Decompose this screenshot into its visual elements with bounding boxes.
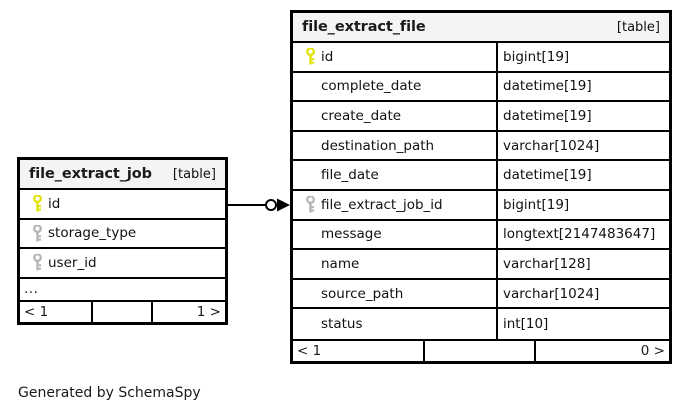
table-footer-file-extract-job: < 1 1 > <box>20 299 225 322</box>
more-columns-indicator: ... <box>20 279 225 300</box>
table-row[interactable]: user_id <box>20 249 225 279</box>
column-name-cell: user_id <box>20 249 225 277</box>
column-type-cell: varchar[1024] <box>496 279 669 308</box>
column-type: varchar[1024] <box>503 285 600 302</box>
table-row[interactable]: complete_date datetime[19] <box>293 72 669 103</box>
column-type-cell: datetime[19] <box>496 72 669 101</box>
column-type: varchar[128] <box>503 255 591 272</box>
column-type-cell: int[10] <box>496 309 669 339</box>
column-name: create_date <box>321 107 402 124</box>
column-name-cell: id <box>20 190 225 218</box>
table-header-file-extract-file: file_extract_file [table] <box>293 13 669 43</box>
column-name-cell: file_extract_job_id <box>293 191 496 219</box>
column-name: complete_date <box>321 78 422 95</box>
column-name: id <box>48 195 61 212</box>
table-row[interactable]: status int[10] <box>293 309 669 339</box>
column-name: file_extract_job_id <box>321 196 443 213</box>
column-type: varchar[1024] <box>503 137 600 154</box>
table-row[interactable]: source_path varchar[1024] <box>293 279 669 310</box>
column-type: int[10] <box>503 316 549 333</box>
table-row[interactable]: create_date datetime[19] <box>293 102 669 132</box>
table-footer-file-extract-file: < 1 0 > <box>293 338 669 361</box>
zero-cardinality-marker <box>265 199 277 211</box>
many-cardinality-arrow <box>277 198 290 212</box>
table-kind-label: [table] <box>616 19 660 35</box>
column-name: name <box>321 255 360 272</box>
table-row[interactable]: message longtext[2147483647] <box>293 220 669 251</box>
parent-relations-counter[interactable]: < 1 <box>297 342 322 359</box>
table-row[interactable]: id <box>20 190 225 220</box>
column-type-cell: longtext[2147483647] <box>496 220 669 249</box>
column-name: file_date <box>321 167 379 184</box>
relationship-connector-job-to-file <box>228 196 292 214</box>
column-type-cell: datetime[19] <box>496 161 669 189</box>
column-type-cell: bigint[19] <box>496 190 669 219</box>
footer-middle-cell <box>91 301 151 322</box>
column-name-cell: source_path <box>293 280 496 308</box>
column-name-cell: id <box>293 43 496 71</box>
table-header-file-extract-job: file_extract_job [table] <box>20 160 225 190</box>
table-row[interactable]: id bigint[19] <box>293 43 669 73</box>
column-type-cell: datetime[19] <box>496 102 669 130</box>
generated-by-credit: Generated by SchemaSpy <box>18 385 201 401</box>
column-name: storage_type <box>48 225 137 242</box>
table-title: file_extract_job <box>29 166 152 182</box>
column-name-cell: message <box>293 221 496 249</box>
child-relations-counter[interactable]: 0 > <box>534 340 669 361</box>
column-type: datetime[19] <box>503 78 592 95</box>
column-list: id bigint[19] complete_date datetime[19]… <box>293 43 669 339</box>
table-row[interactable]: destination_path varchar[1024] <box>293 131 669 162</box>
primary-key-icon <box>299 48 321 65</box>
column-name-cell: complete_date <box>293 73 496 101</box>
more-columns-label: ... <box>24 281 39 298</box>
column-name: status <box>321 316 363 333</box>
column-name-cell: storage_type <box>20 220 225 248</box>
column-name: destination_path <box>321 137 435 154</box>
child-relations-counter[interactable]: 1 > <box>151 301 225 322</box>
footer-middle-cell <box>423 340 534 361</box>
column-type: longtext[2147483647] <box>503 226 656 243</box>
column-name: user_id <box>48 254 97 271</box>
column-type: datetime[19] <box>503 167 592 184</box>
table-file-extract-job[interactable]: file_extract_job [table] id <box>17 157 228 325</box>
table-kind-label: [table] <box>172 166 216 182</box>
column-type-cell: varchar[1024] <box>496 131 669 160</box>
table-title: file_extract_file <box>302 19 426 35</box>
table-row[interactable]: storage_type <box>20 220 225 250</box>
index-key-icon <box>26 224 48 242</box>
column-name-cell: destination_path <box>293 132 496 160</box>
parent-relations-counter[interactable]: < 1 <box>24 303 49 320</box>
index-key-icon <box>26 254 48 271</box>
column-name-cell: status <box>293 309 496 339</box>
table-row[interactable]: name varchar[128] <box>293 250 669 280</box>
column-name: source_path <box>321 285 404 302</box>
column-type-cell: varchar[128] <box>496 250 669 278</box>
column-type: bigint[19] <box>503 196 570 213</box>
column-type: bigint[19] <box>503 48 570 65</box>
table-row[interactable]: file_extract_job_id bigint[19] <box>293 190 669 221</box>
column-name-cell: file_date <box>293 161 496 189</box>
column-name-cell: create_date <box>293 102 496 130</box>
table-file-extract-file[interactable]: file_extract_file [table] id bigint[19] <box>290 10 672 364</box>
column-name: id <box>321 48 334 65</box>
column-name: message <box>321 226 382 243</box>
column-type: datetime[19] <box>503 107 592 124</box>
column-name-cell: name <box>293 250 496 278</box>
primary-key-icon <box>26 195 48 212</box>
table-row[interactable]: file_date datetime[19] <box>293 161 669 191</box>
column-list: id storage_type <box>20 190 225 300</box>
column-type-cell: bigint[19] <box>496 43 669 71</box>
foreign-key-icon <box>299 196 321 213</box>
